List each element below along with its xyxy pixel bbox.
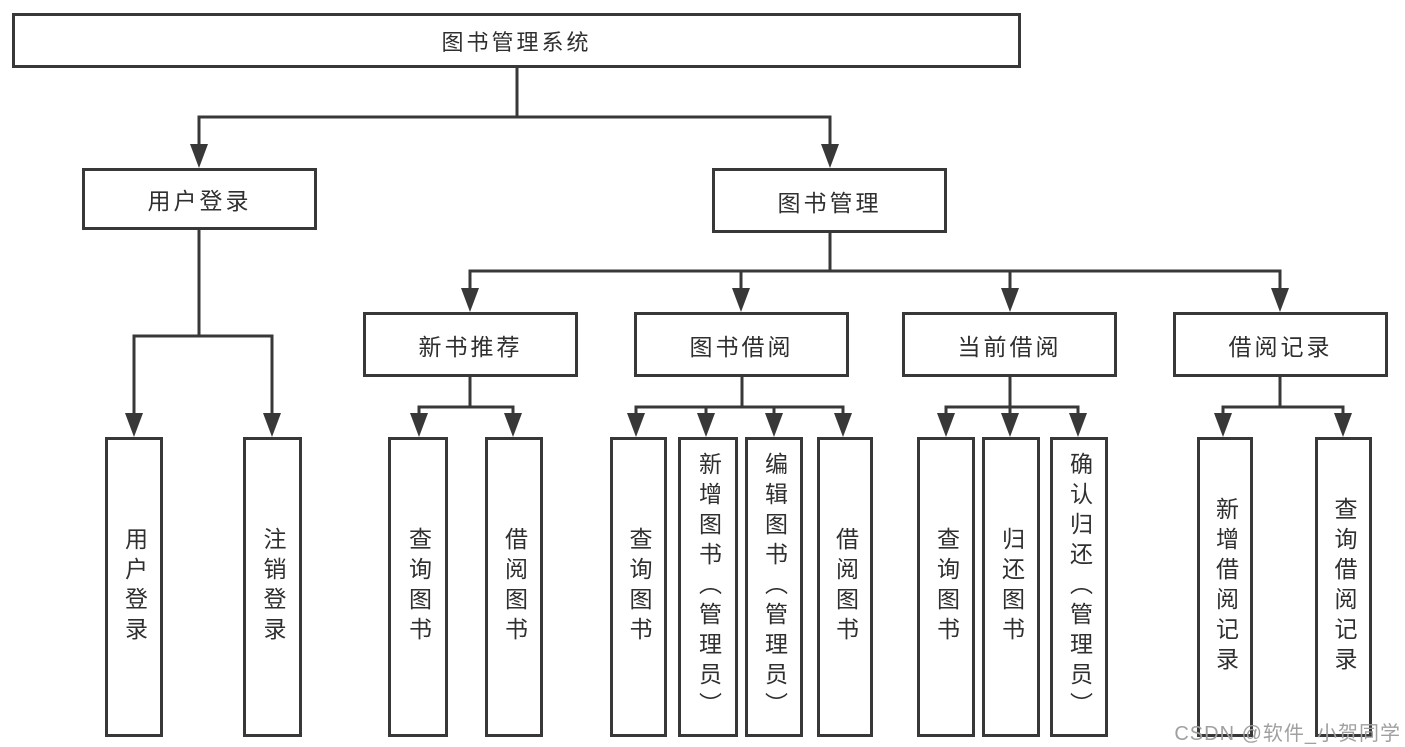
leaf-borrow-book: 借阅图书 bbox=[817, 437, 873, 737]
leaf-confirm-return-admin: 确认归还（管理员） bbox=[1050, 437, 1108, 737]
leaf-query-borrow-record: 查询借阅记录 bbox=[1315, 437, 1372, 737]
leaf-logout: 注销登录 bbox=[243, 437, 302, 737]
leaf-borrow-book-recommend: 借阅图书 bbox=[485, 437, 543, 737]
node-book-borrow: 图书借阅 bbox=[634, 312, 849, 377]
node-user-login: 用户登录 bbox=[82, 168, 317, 230]
node-book-management: 图书管理 bbox=[712, 168, 947, 233]
leaf-user-login: 用户登录 bbox=[105, 437, 163, 737]
leaf-query-book-current: 查询图书 bbox=[917, 437, 975, 737]
leaf-query-book-recommend: 查询图书 bbox=[388, 437, 448, 737]
csdn-watermark: CSDN @软件_小贺同学 bbox=[1174, 723, 1401, 745]
leaf-add-book-admin: 新增图书（管理员） bbox=[678, 437, 738, 737]
leaf-return-book: 归还图书 bbox=[982, 437, 1040, 737]
node-current-borrow: 当前借阅 bbox=[902, 312, 1117, 377]
node-new-book-recommend: 新书推荐 bbox=[363, 312, 578, 377]
node-borrow-record: 借阅记录 bbox=[1173, 312, 1388, 377]
leaf-query-book-borrow: 查询图书 bbox=[610, 437, 667, 737]
node-root: 图书管理系统 bbox=[12, 13, 1021, 68]
leaf-edit-book-admin: 编辑图书（管理员） bbox=[745, 437, 803, 737]
leaf-add-borrow-record: 新增借阅记录 bbox=[1197, 437, 1253, 737]
